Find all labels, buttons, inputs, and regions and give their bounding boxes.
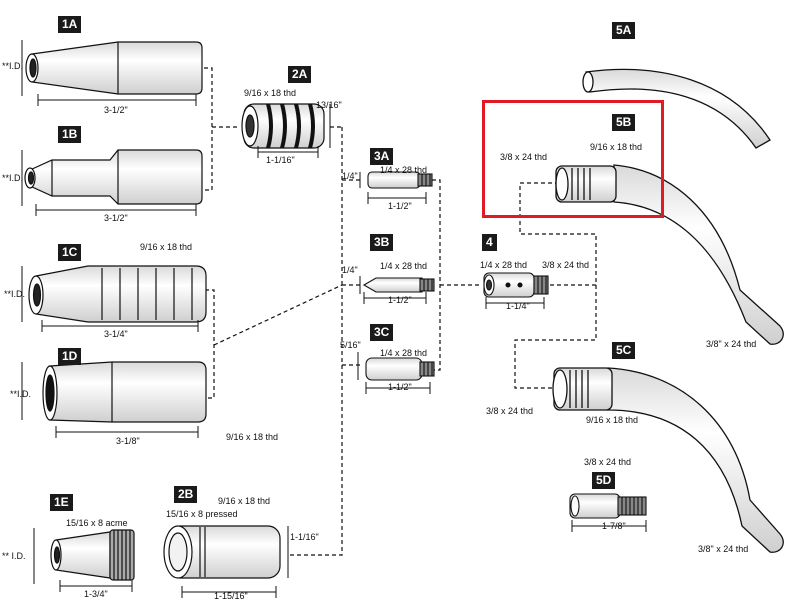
label-1e-id: ** I.D. [2,551,26,561]
label-3c-dia: 5/16" [340,340,361,350]
label-5c-thread-right: 9/16 x 18 thd [586,415,639,425]
tag-2a: 2A [288,66,312,83]
adapter-5d-drawing [569,493,647,519]
highlight-box-5b [482,100,664,218]
label-2a-length: 1-1/16" [266,155,295,165]
tag-5a: 5A [612,22,636,39]
label-4-thread-left: 1/4 x 28 thd [480,260,528,270]
label-5b-thread-right: 9/16 x 18 thd [590,142,643,152]
neck-5b-drawing [555,164,784,345]
tag-1a: 1A [58,16,82,33]
label-2b-thread: 9/16 x 18 thd [218,496,271,506]
tag-4: 4 [482,234,497,251]
nozzle-1b-drawing [24,149,203,205]
tag-3b: 3B [370,234,394,251]
adapter-2b-drawing [163,525,281,579]
label-5b-thread-left: 3/8 x 24 thd [500,152,548,162]
nozzle-1a-drawing [25,41,203,95]
tag-5d: 5D [592,472,616,489]
connector-lines [204,67,597,556]
label-2b-pressed: 15/16 x 8 pressed [166,509,238,519]
tag-5b: 5B [612,114,636,131]
tag-1b: 1B [58,126,82,143]
insulator-2a-drawing [241,103,325,149]
label-5c-thread-left: 3/8 x 24 thd [486,406,534,416]
tip-3a-drawing [367,171,433,189]
nozzle-1c-drawing [28,265,207,323]
label-5d-thread: 3/8 x 24 thd [584,457,632,467]
neck-5c-drawing [552,367,784,553]
tip-holder-4-drawing [483,272,549,298]
label-5b-end: 3/8" x 24 thd [706,339,757,349]
nozzle-1e-drawing [50,529,135,581]
label-3a-length: 1-1/2" [388,201,412,211]
tag-1e: 1E [50,494,73,511]
label-5c-end: 3/8" x 24 thd [698,544,749,554]
label-2b-length: 1-15/16" [214,591,248,601]
label-1e-thread: 15/16 x 8 acme [66,518,128,528]
tag-1c: 1C [58,244,82,261]
label-1b-length: 3-1/2" [104,213,128,223]
neck-5a-drawing [582,68,771,149]
label-4-thread-right: 3/8 x 24 thd [542,260,590,270]
label-2a-width: 13/16" [316,100,342,110]
tag-5c: 5C [612,342,636,359]
label-1d-thread: 9/16 x 18 thd [226,432,279,442]
label-2a-thread: 9/16 x 18 thd [244,88,297,98]
nozzle-1d-drawing [42,361,207,423]
label-3b-thread: 1/4 x 28 thd [380,261,428,271]
label-4-length: 1-1/4" [506,301,530,311]
label-3c-thread: 1/4 x 28 thd [380,348,428,358]
label-1d-id: **I.D. [10,389,32,399]
label-3b-length: 1-1/2" [388,295,412,305]
label-1c-thread: 9/16 x 18 thd [140,242,193,252]
tag-2b: 2B [174,486,198,503]
tip-3b-drawing [362,277,435,293]
label-1e-length: 1-3/4" [84,589,108,599]
tag-3a: 3A [370,148,394,165]
label-3c-length: 1-1/2" [388,382,412,392]
label-1c-length: 3-1/4" [104,329,128,339]
label-1a-id: **I.D. [2,61,24,71]
label-1a-length: 3-1/2" [104,105,128,115]
label-1d-length: 3-1/8" [116,436,140,446]
label-5d-length: 1-7/8" [602,521,626,531]
label-3a-dia: 1/4" [342,171,358,181]
tag-1d: 1D [58,348,82,365]
label-3a-thread: 1/4 x 28 thd [380,165,428,175]
label-3b-dia: 1/4" [342,265,358,275]
label-1b-id: **I.D. [2,173,24,183]
label-2b-width: 1-1/16" [290,532,319,542]
dimension-lines [21,40,647,598]
tip-3c-drawing [365,357,435,381]
tag-3c: 3C [370,324,394,341]
label-1c-id: **I.D. [4,289,26,299]
